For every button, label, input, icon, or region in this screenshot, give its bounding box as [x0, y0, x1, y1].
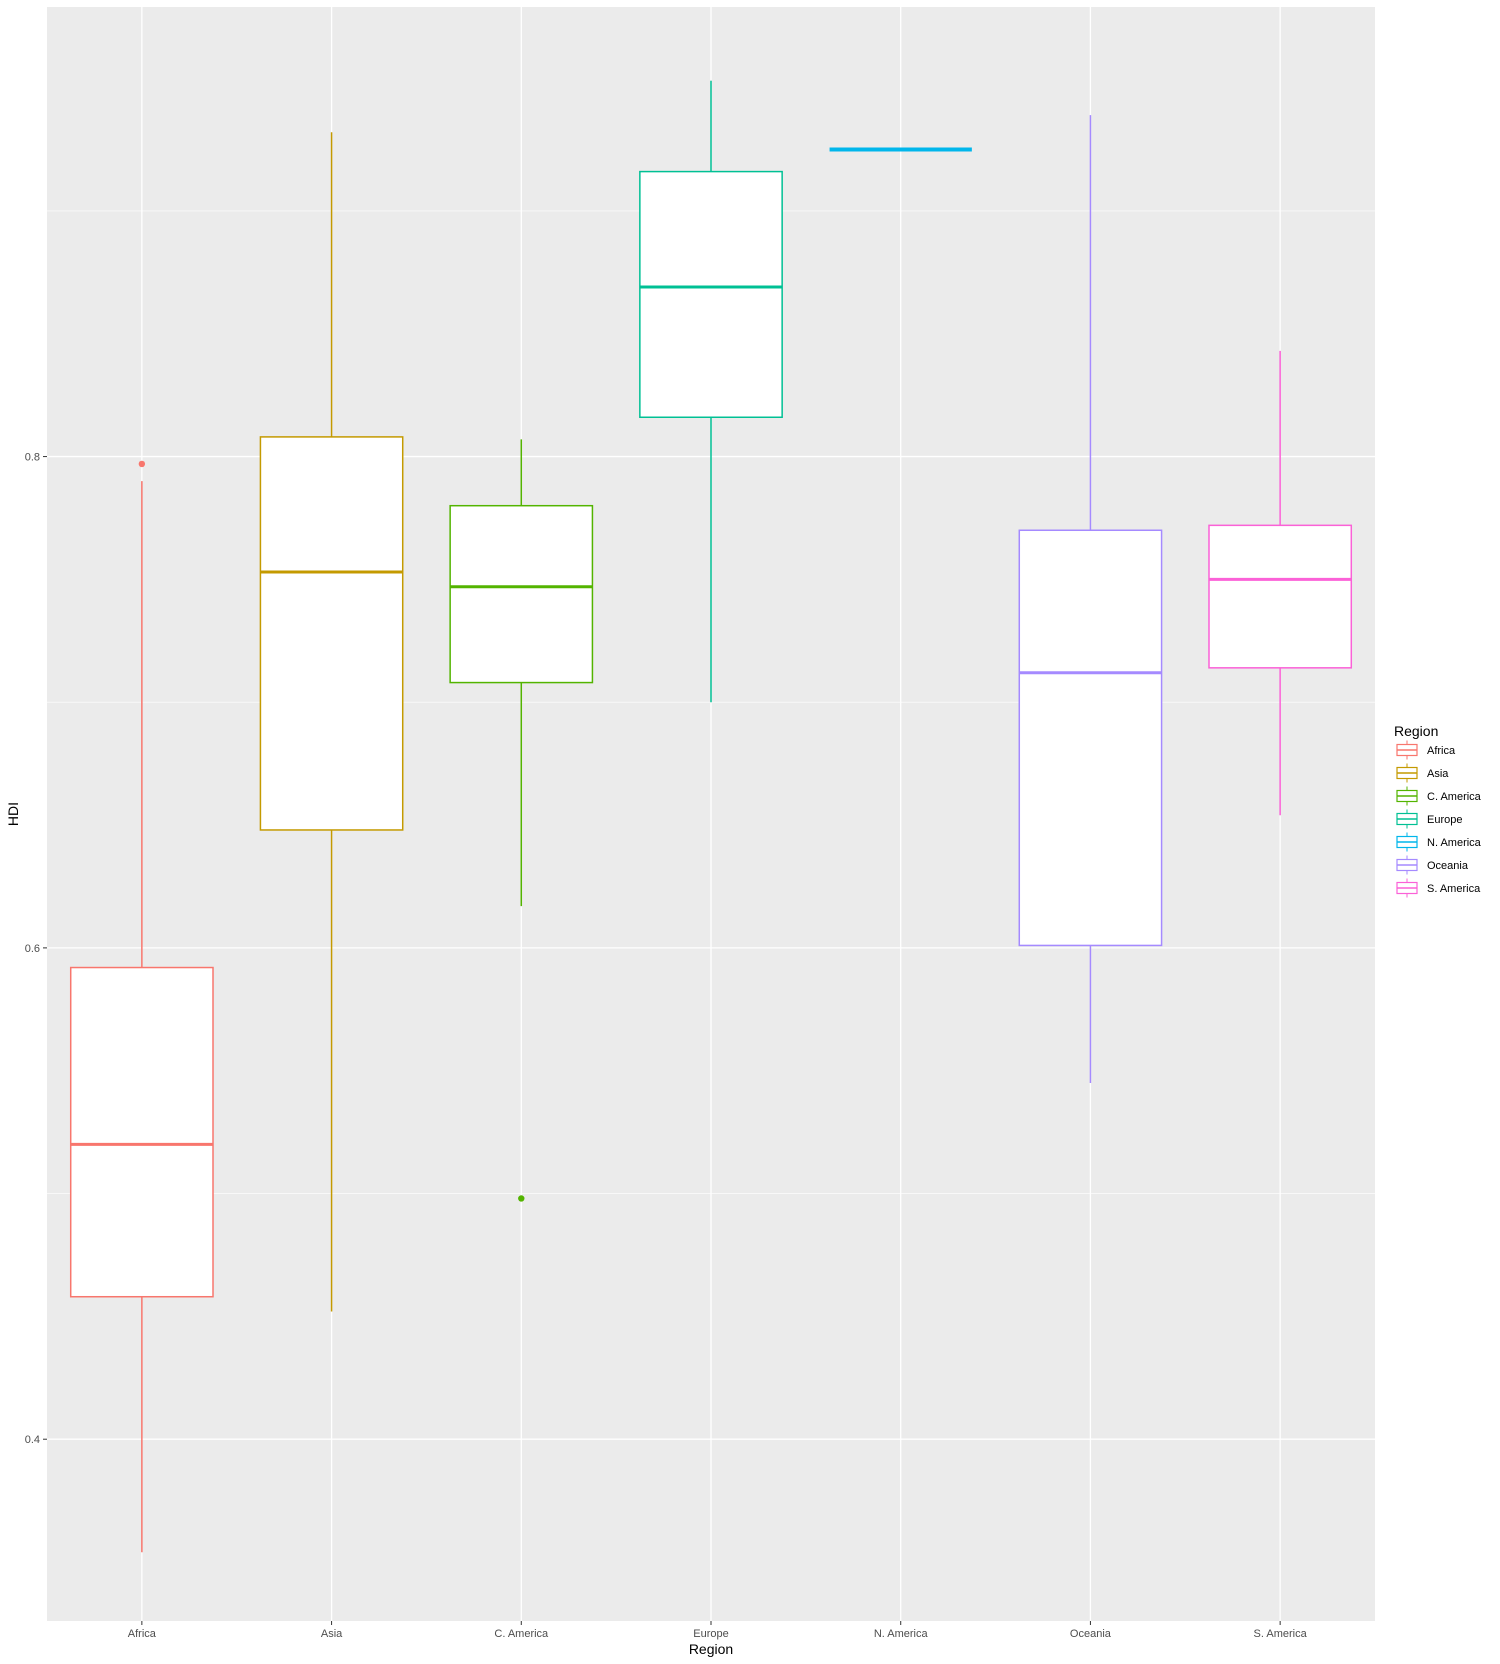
- box-body: [259, 436, 404, 831]
- x-tick-label: Asia: [321, 1628, 343, 1640]
- box-body: [1018, 529, 1163, 947]
- legend-label: Europe: [1427, 814, 1462, 826]
- y-axis-title: HDI: [5, 802, 21, 826]
- x-tick-label: Europe: [693, 1628, 728, 1640]
- box-s-america: [1208, 350, 1353, 816]
- x-tick-label: Africa: [128, 1628, 157, 1640]
- box-body: [639, 170, 783, 419]
- x-tick-label: N. America: [874, 1628, 929, 1640]
- box-asia: [259, 132, 404, 1312]
- legend-label: C. America: [1427, 791, 1482, 803]
- x-tick-label: Oceania: [1070, 1628, 1112, 1640]
- box-body: [449, 504, 594, 684]
- legend-label: N. America: [1427, 837, 1482, 849]
- legend-item: N. America: [1396, 832, 1482, 852]
- y-tick-label: 0.4: [25, 1434, 40, 1446]
- legend-label: S. America: [1427, 883, 1481, 895]
- box-africa: [69, 460, 214, 1553]
- box-outlier-point: [518, 1195, 525, 1202]
- legend-item: S. America: [1396, 878, 1481, 898]
- y-tick-label: 0.6: [25, 943, 40, 955]
- y-tick-label: 0.8: [25, 452, 40, 464]
- legend-item: C. America: [1396, 786, 1482, 806]
- x-tick-label: C. America: [494, 1628, 549, 1640]
- x-axis-title: Region: [689, 1641, 733, 1657]
- legend-item: Asia: [1396, 763, 1449, 783]
- legend-label: Oceania: [1427, 860, 1469, 872]
- x-tick-label: S. America: [1254, 1628, 1308, 1640]
- legend-label: Africa: [1427, 745, 1456, 757]
- box-body: [69, 966, 214, 1298]
- box-outlier-point: [138, 460, 146, 468]
- box-europe: [639, 80, 783, 703]
- legend-label: Asia: [1427, 768, 1449, 780]
- box-body: [1208, 524, 1353, 669]
- legend-item: Africa: [1396, 740, 1456, 760]
- box-oceania: [1018, 115, 1163, 1083]
- box-c-america: [449, 439, 594, 1202]
- legend-item: Oceania: [1396, 855, 1469, 875]
- legend-item: Europe: [1396, 809, 1462, 829]
- boxes-layer: [69, 80, 1353, 1553]
- legend-title: Region: [1394, 723, 1438, 739]
